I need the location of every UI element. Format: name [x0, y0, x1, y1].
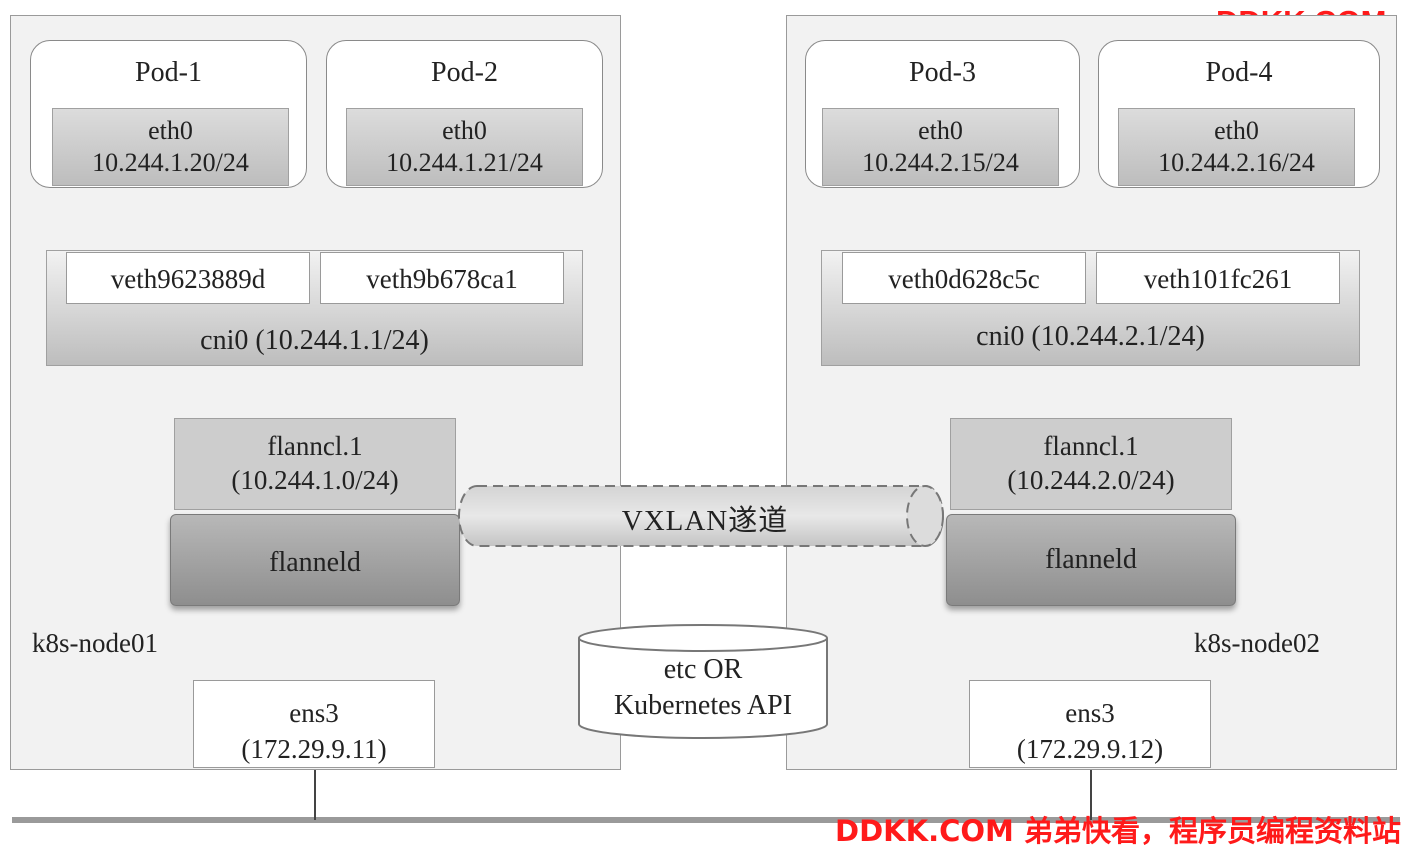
pod1-veth: veth9623889d [66, 252, 310, 304]
pod4-eth-box: eth0 10.244.2.16/24 [1118, 108, 1355, 186]
vxlan-tunnel [458, 485, 944, 547]
pod2-eth-box: eth0 10.244.1.21/24 [346, 108, 583, 186]
vxlan-tunnel-end [906, 485, 944, 547]
node02-ens-ip: (172.29.9.12) [1016, 734, 1164, 764]
pod2-veth: veth9b678ca1 [320, 252, 564, 304]
pod4-eth-name: eth0 [1214, 116, 1259, 145]
pod1-title: Pod-1 [135, 57, 202, 88]
vxlan-tunnel-label: VXLAN遂道 [621, 505, 789, 537]
node01-flanneld-box: flanneld [170, 514, 460, 606]
pod3-eth-name: eth0 [918, 116, 963, 145]
node02-ens-name: ens3 [1065, 698, 1115, 728]
datastore-line1: etc OR [663, 654, 743, 685]
pod1-eth-box: eth0 10.244.1.20/24 [52, 108, 289, 186]
datastore-label: etc OR Kubernetes API [575, 652, 831, 724]
node01-ens-ip: (172.29.9.11) [241, 734, 387, 764]
pod3-veth: veth0d628c5c [842, 252, 1086, 304]
node02-flannel1-box: flanncl.1 (10.244.2.0/24) [950, 418, 1232, 510]
node02-ens-box: ens3 (172.29.9.12) [969, 680, 1211, 768]
node01-flannel1-subnet: (10.244.1.0/24) [231, 465, 399, 495]
node01-ens-name: ens3 [289, 698, 339, 728]
node01-ens-box: ens3 (172.29.9.11) [193, 680, 435, 768]
node02-cni-label: cni0 (10.244.2.1/24) [976, 321, 1205, 352]
node02-flannel1-subnet: (10.244.2.0/24) [1007, 465, 1175, 495]
pod4-title: Pod-4 [1205, 57, 1273, 88]
pod3-eth-ip: 10.244.2.15/24 [862, 148, 1019, 177]
node01-cni-label: cni0 (10.244.1.1/24) [200, 325, 429, 356]
pod2-eth-ip: 10.244.1.21/24 [386, 148, 543, 177]
node02-label: k8s-node02 [1194, 628, 1320, 658]
watermark-bottom: DDKK.COM 弟弟快看，程序员编程资料站 [835, 814, 1401, 848]
datastore-cylinder [578, 624, 828, 739]
pod2-eth-name: eth0 [442, 116, 487, 145]
pod4-eth-ip: 10.244.2.16/24 [1158, 148, 1315, 177]
node02-flanneld-box: flanneld [946, 514, 1236, 606]
pod4-veth: veth101fc261 [1096, 252, 1340, 304]
pod3-eth-box: eth0 10.244.2.15/24 [822, 108, 1059, 186]
pod3-title: Pod-3 [909, 57, 976, 88]
node01-flannel1-name: flanncl.1 [267, 431, 363, 461]
pod2-title: Pod-2 [431, 57, 498, 88]
node01-label: k8s-node01 [32, 628, 158, 658]
pod1-eth-ip: 10.244.1.20/24 [92, 148, 249, 177]
node01-flannel1-box: flanncl.1 (10.244.1.0/24) [174, 418, 456, 510]
node02-flannel1-name: flanncl.1 [1043, 431, 1139, 461]
datastore-line2: Kubernetes API [613, 690, 793, 721]
pod1-eth-name: eth0 [148, 116, 193, 145]
